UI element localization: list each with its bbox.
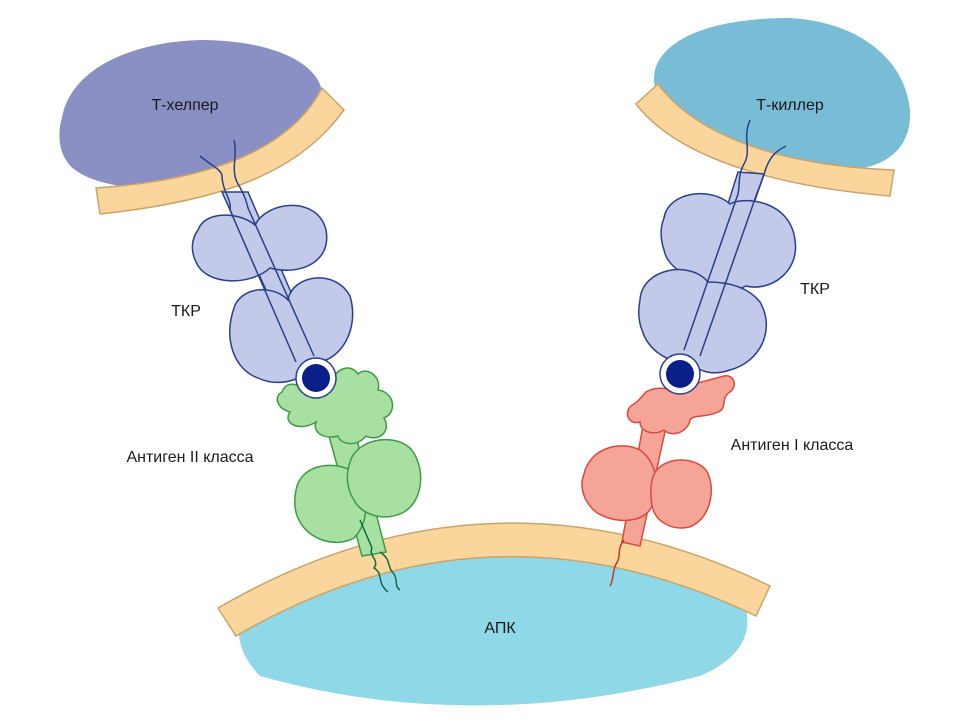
label-tcr-right: ТКР <box>800 281 830 298</box>
tcr-right-domain-2 <box>637 268 767 374</box>
tcr-left-domain-2 <box>229 277 354 384</box>
mhc-ii-chain <box>359 519 389 593</box>
peptide-right <box>659 353 701 395</box>
peptide-right-dot <box>666 360 694 388</box>
tcr-left-domain-1 <box>191 204 328 282</box>
label-t-helper: Т-хелпер <box>151 97 218 114</box>
apc-cell <box>216 522 771 706</box>
tcr-right-domain-1 <box>660 192 797 295</box>
t-killer-membrane <box>634 82 895 197</box>
label-antigen-class-ii: Антиген II класса <box>126 449 253 466</box>
peptide-left <box>295 357 337 399</box>
label-tcr-left: ТКР <box>171 303 201 320</box>
t-helper-cell <box>59 40 345 215</box>
t-helper-membrane <box>95 86 345 215</box>
tcr-left <box>191 139 354 384</box>
mhc-i-peptide-groove <box>626 375 735 435</box>
t-killer-cell <box>634 18 911 197</box>
tcr-right-chain-b <box>699 145 787 357</box>
mhc-ii-chain-2 <box>379 551 401 591</box>
tcr-left-chain-b <box>233 139 315 357</box>
mhc-i-lobe-1 <box>581 445 658 522</box>
label-t-killer: Т-киллер <box>756 97 824 114</box>
tcr-left-chain-a <box>199 155 297 363</box>
apc-membrane <box>216 522 771 638</box>
peptide-left-dot <box>302 364 330 392</box>
label-antigen-class-i: Антиген I класса <box>731 437 854 454</box>
t-helper-body <box>59 40 322 190</box>
tcr-right <box>637 119 797 374</box>
mhc-ii-lobe-2 <box>346 438 422 518</box>
label-apc: АПК <box>484 620 516 637</box>
mhc-i-lobe-2 <box>649 459 713 529</box>
mhc-class-ii <box>276 367 422 593</box>
tcr-right-chain-a <box>683 119 751 351</box>
mhc-class-i <box>581 375 735 587</box>
mhc-i-chain <box>609 539 625 587</box>
